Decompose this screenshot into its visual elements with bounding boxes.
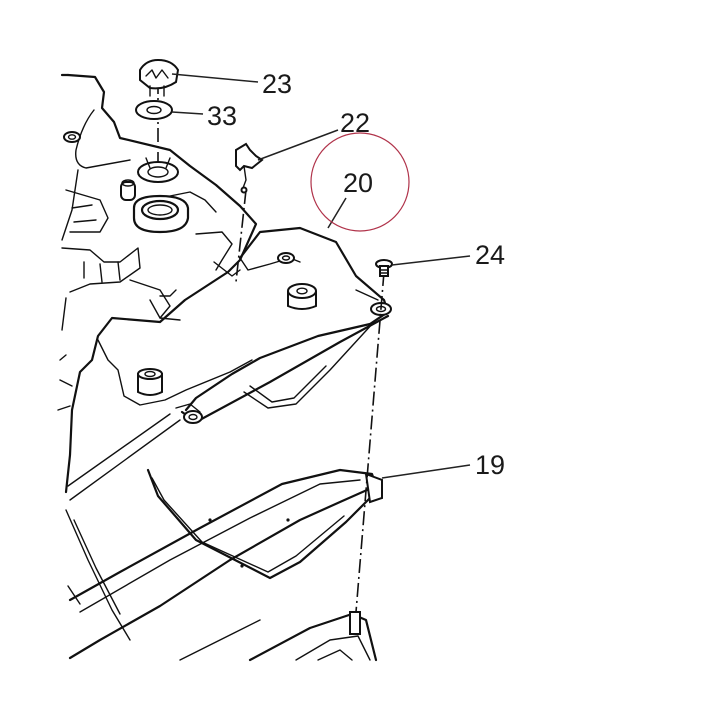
cylinder-head-body bbox=[57, 73, 258, 494]
lower-housing bbox=[179, 611, 378, 662]
bracket-22 bbox=[235, 142, 264, 194]
cover-plate-20 bbox=[67, 226, 392, 501]
callout-19: 19 bbox=[475, 450, 505, 480]
screw-24 bbox=[375, 259, 393, 277]
callout-33: 33 bbox=[207, 101, 237, 131]
callout-22: 22 bbox=[340, 108, 370, 138]
axis-line-24 bbox=[355, 271, 385, 613]
callout-20: 20 bbox=[343, 168, 373, 198]
gasket-19 bbox=[65, 468, 383, 660]
axis-line-22 bbox=[235, 189, 247, 283]
callout-labels: 23 33 22 20 24 19 bbox=[207, 69, 505, 480]
leader-lines bbox=[171, 73, 471, 479]
highlight-circle bbox=[310, 132, 410, 232]
clip-nut-23 bbox=[139, 58, 180, 97]
callout-23: 23 bbox=[262, 69, 292, 99]
washer-33 bbox=[135, 100, 173, 120]
seated-washer bbox=[137, 157, 179, 183]
callout-24: 24 bbox=[475, 240, 505, 270]
